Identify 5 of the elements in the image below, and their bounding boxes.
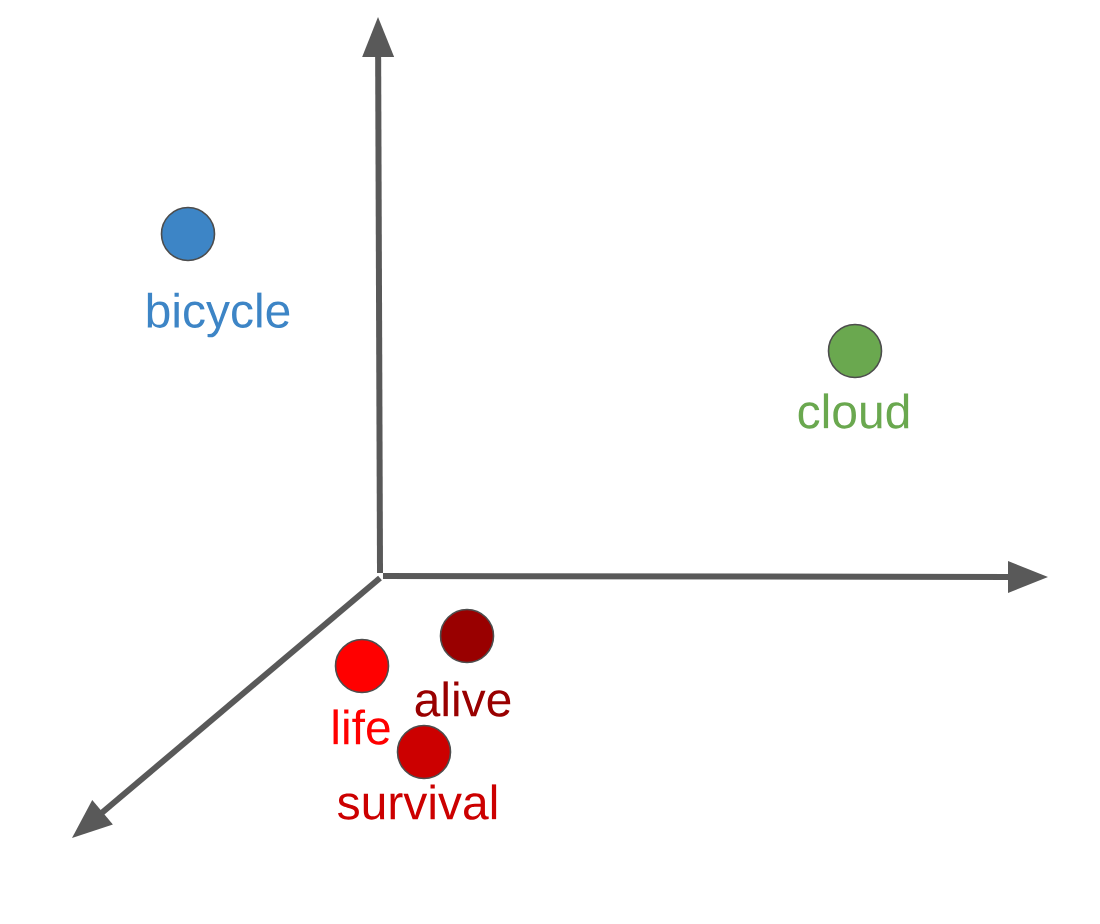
- word-label: life: [333, 709, 390, 745]
- word-label: cloud: [798, 393, 909, 429]
- word-label: survival: [338, 784, 497, 820]
- word-label: bicycle: [147, 292, 290, 338]
- word-label: alive: [415, 681, 511, 717]
